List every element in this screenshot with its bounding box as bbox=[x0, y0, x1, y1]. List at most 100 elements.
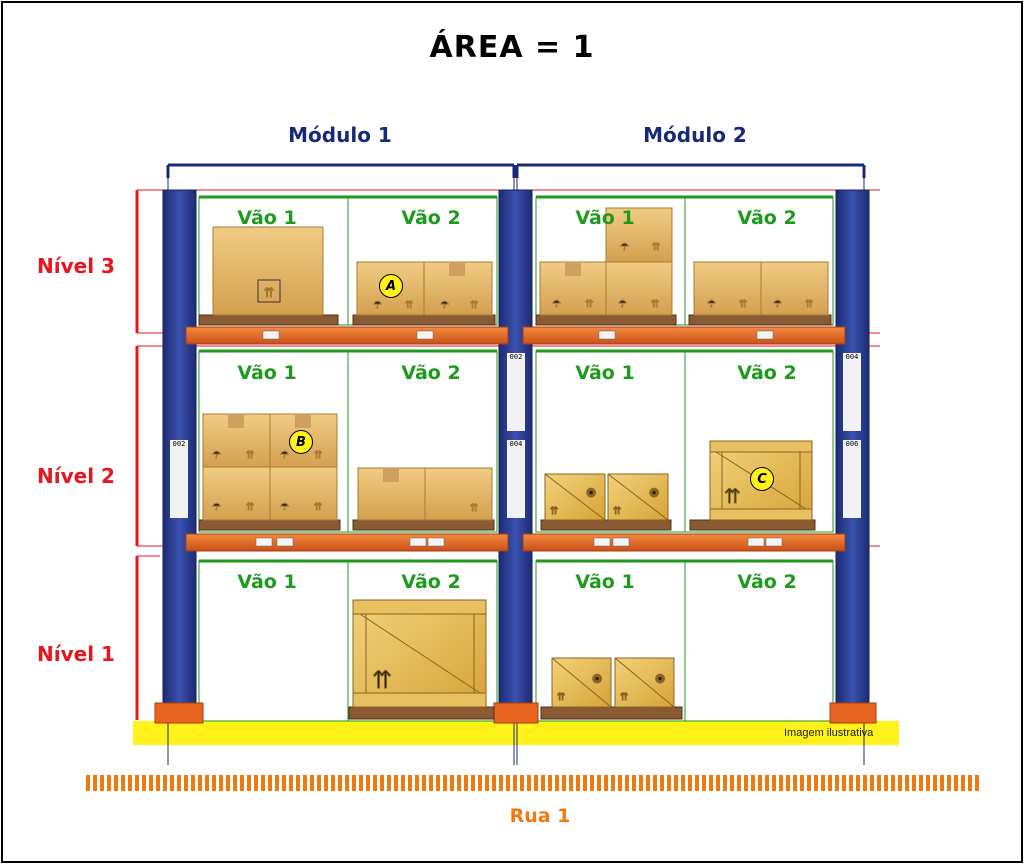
bay-label: Vão 1 bbox=[575, 362, 635, 384]
street-dash bbox=[527, 775, 531, 791]
street-dash bbox=[471, 775, 475, 791]
street-dash bbox=[933, 775, 937, 791]
street-dashes bbox=[86, 775, 980, 791]
street-dash bbox=[583, 775, 587, 791]
street-dash bbox=[359, 775, 363, 791]
street-dash bbox=[940, 775, 944, 791]
street-dash bbox=[576, 775, 580, 791]
street-dash bbox=[877, 775, 881, 791]
street-dash bbox=[226, 775, 230, 791]
bay-label: Vão 2 bbox=[737, 207, 797, 229]
street-dash bbox=[261, 775, 265, 791]
svg-text:✺: ✺ bbox=[592, 672, 602, 686]
bay-label: Vão 1 bbox=[237, 207, 297, 229]
street-stripe bbox=[86, 775, 979, 791]
street-dash bbox=[275, 775, 279, 791]
street-dash bbox=[247, 775, 251, 791]
street-dash bbox=[317, 775, 321, 791]
illustrative-note: Imagem ilustrativa bbox=[784, 727, 874, 739]
box-stack: ☂ ⇈ ☂ ⇈ ☂ ⇈ bbox=[539, 207, 673, 316]
street-dash bbox=[779, 775, 783, 791]
street-dash bbox=[135, 775, 139, 791]
street-dash bbox=[464, 775, 468, 791]
street-dash bbox=[681, 775, 685, 791]
svg-text:☂: ☂ bbox=[280, 502, 289, 513]
street-dash bbox=[331, 775, 335, 791]
street-dash bbox=[842, 775, 846, 791]
street-dash bbox=[807, 775, 811, 791]
floor-strip bbox=[133, 721, 899, 745]
street-dash bbox=[296, 775, 300, 791]
svg-text:⇈: ⇈ bbox=[613, 506, 621, 517]
svg-text:☂: ☂ bbox=[620, 242, 629, 253]
street-dash bbox=[758, 775, 762, 791]
module-1-label: Módulo 1 bbox=[288, 123, 392, 147]
street-dash bbox=[961, 775, 965, 791]
street-dash bbox=[415, 775, 419, 791]
svg-text:⇈: ⇈ bbox=[652, 242, 660, 253]
street-dash bbox=[555, 775, 559, 791]
box-stack: ☂ ⇈ ☂ ⇈ bbox=[356, 261, 493, 316]
street-dash bbox=[737, 775, 741, 791]
street-dash bbox=[401, 775, 405, 791]
street-dash bbox=[667, 775, 671, 791]
street-dash bbox=[793, 775, 797, 791]
bay-label: Vão 1 bbox=[237, 362, 297, 384]
street-dash bbox=[660, 775, 664, 791]
street-dash bbox=[93, 775, 97, 791]
street-dash bbox=[926, 775, 930, 791]
street-dash bbox=[765, 775, 769, 791]
bay-label: Vão 2 bbox=[737, 571, 797, 593]
street-dash bbox=[345, 775, 349, 791]
street-dash bbox=[821, 775, 825, 791]
street-dash bbox=[639, 775, 643, 791]
beam-tags bbox=[255, 330, 783, 547]
box-stack: ⇈ bbox=[212, 226, 324, 316]
svg-text:⇈: ⇈ bbox=[314, 450, 322, 461]
street-dash bbox=[114, 775, 118, 791]
street-dash bbox=[863, 775, 867, 791]
street-dash bbox=[121, 775, 125, 791]
location-label: 004 bbox=[507, 440, 525, 518]
street-dash bbox=[128, 775, 132, 791]
street-dash bbox=[856, 775, 860, 791]
street-dash bbox=[149, 775, 153, 791]
street-dash bbox=[562, 775, 566, 791]
svg-text:☂: ☂ bbox=[552, 299, 561, 310]
street-dash bbox=[723, 775, 727, 791]
street-dash bbox=[268, 775, 272, 791]
street-dash bbox=[975, 775, 979, 791]
crate-stack: ⇈ ⇈ ✺ ✺ bbox=[551, 657, 675, 708]
location-label: 002 bbox=[170, 440, 188, 518]
svg-text:⇈: ⇈ bbox=[246, 502, 254, 513]
street-dash bbox=[541, 775, 545, 791]
svg-text:⇈: ⇈ bbox=[372, 666, 392, 694]
bay-label: Vão 2 bbox=[401, 207, 461, 229]
crate-stack: ⇈ ⇈ ✺ ✺ bbox=[544, 473, 669, 521]
street-dash bbox=[282, 775, 286, 791]
pallets bbox=[198, 314, 832, 720]
location-label: 006 bbox=[843, 440, 861, 518]
street-dash bbox=[107, 775, 111, 791]
street-dash bbox=[520, 775, 524, 791]
svg-text:⇈: ⇈ bbox=[557, 692, 565, 703]
level-2-label: Nível 2 bbox=[37, 464, 115, 488]
street-dash bbox=[548, 775, 552, 791]
street-dash bbox=[674, 775, 678, 791]
street-dash bbox=[744, 775, 748, 791]
level-3-label: Nível 3 bbox=[37, 254, 115, 278]
street-dash bbox=[443, 775, 447, 791]
bay-label: Vão 2 bbox=[401, 571, 461, 593]
street-dash bbox=[632, 775, 636, 791]
street-dash bbox=[786, 775, 790, 791]
street-dash bbox=[436, 775, 440, 791]
street-dash bbox=[625, 775, 629, 791]
bay-label: Vão 2 bbox=[401, 362, 461, 384]
svg-text:⇈: ⇈ bbox=[739, 299, 747, 310]
module-brackets bbox=[166, 163, 866, 178]
street-dash bbox=[457, 775, 461, 791]
svg-text:✺: ✺ bbox=[649, 486, 659, 500]
street-dash bbox=[492, 775, 496, 791]
box-stack: ☂ ⇈ ☂ ⇈ bbox=[693, 261, 829, 316]
